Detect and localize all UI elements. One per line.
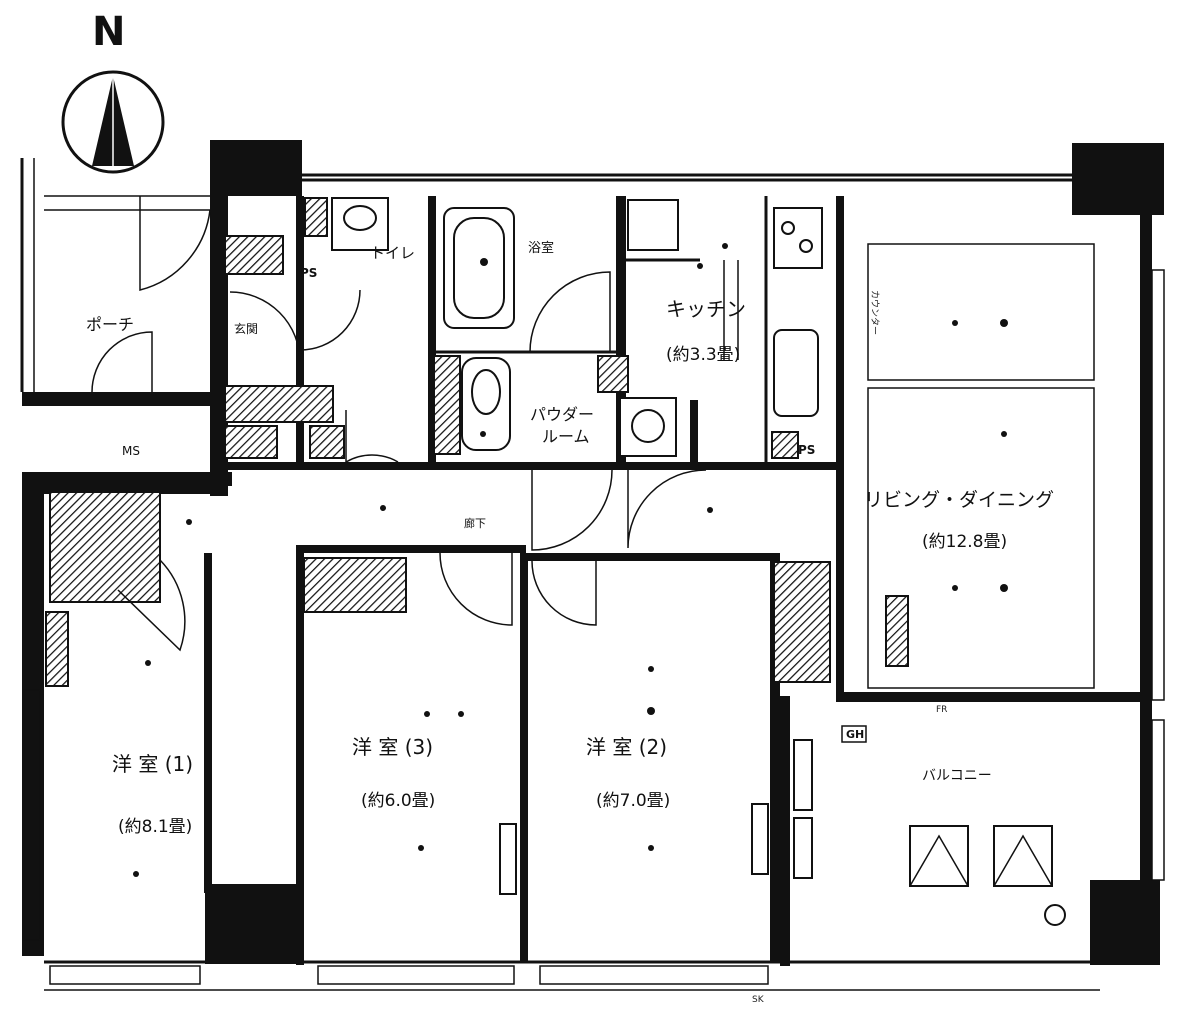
windows: [23, 269, 1165, 985]
label-sk: SK: [752, 995, 765, 1005]
label-w3: 洋 室 (3): [352, 735, 433, 759]
label-w1-size: (約8.1畳): [118, 817, 192, 837]
w2-door: [531, 560, 597, 626]
label-bath: 浴室: [528, 240, 554, 256]
shoe-closet-door: [345, 410, 399, 464]
corridor-door: [531, 469, 613, 551]
ceiling-points: [133, 243, 1008, 877]
label-genkan: 玄関: [234, 321, 258, 336]
room-labels: ポーチ MS 玄関 トイレ PS PS 浴室 キッチン (約3.3畳) パウダー…: [86, 240, 1054, 1005]
label-gh: GH: [846, 728, 864, 741]
label-balcony: バルコニー: [922, 768, 992, 784]
exterior-walls: [20, 140, 1164, 991]
fixtures: [331, 197, 1095, 926]
doors: [91, 196, 707, 652]
column-sw: [205, 884, 301, 964]
column-nw: [210, 140, 302, 196]
compass-north-label: N: [92, 9, 125, 55]
label-fr: FR: [936, 705, 947, 715]
label-ps-2: PS: [798, 443, 815, 457]
ld-ceiling-panel-2: [867, 387, 1095, 689]
label-kitchen-size: (約3.3畳): [666, 345, 740, 365]
ld-ceiling-panel-1: [867, 243, 1095, 381]
toilet-door: [299, 289, 361, 351]
label-porch: ポーチ: [86, 315, 134, 334]
label-toilet: トイレ: [370, 244, 415, 262]
label-w2-size: (約7.0畳): [596, 791, 670, 811]
label-powder-2: ルーム: [542, 427, 590, 446]
storage-blocks: [45, 197, 909, 687]
genkan-closet-door: [229, 291, 301, 363]
entry-door: [139, 196, 211, 291]
label-counter: カウンター: [869, 290, 880, 335]
label-powder-1: パウダー: [530, 405, 594, 424]
w3-door: [439, 552, 513, 626]
compass-circle: [61, 70, 165, 174]
label-w2: 洋 室 (2): [586, 735, 667, 759]
stove: [773, 207, 823, 269]
kitchen-sink: [773, 329, 819, 417]
label-ms: MS: [122, 444, 140, 458]
refrigerator: [627, 199, 679, 251]
compass: N: [61, 9, 165, 174]
label-ps-1: PS: [300, 266, 317, 280]
w1-door: [117, 559, 186, 652]
label-w1: 洋 室 (1): [112, 752, 193, 776]
label-kitchen: キッチン: [666, 297, 746, 321]
column-ne: [1072, 143, 1164, 215]
bath-door: [529, 271, 611, 353]
ld-door: [627, 469, 707, 549]
interior-walls: [44, 196, 1146, 966]
label-w3-size: (約6.0畳): [361, 791, 435, 811]
porch-door: [91, 331, 153, 393]
label-corridor: 廊下: [464, 516, 486, 530]
label-ld: リビング・ダイニング: [864, 489, 1054, 511]
label-ld-size: (約12.8畳): [922, 532, 1007, 552]
column-se: [1090, 880, 1160, 965]
